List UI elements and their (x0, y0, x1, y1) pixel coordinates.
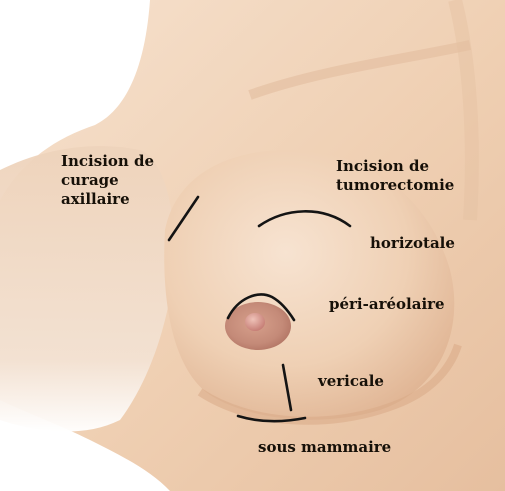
horizontal-incision-label: horizotale (370, 234, 455, 253)
axillary-label-line-3: axillaire (61, 190, 154, 209)
axillary-label-line-2: curage (61, 171, 154, 190)
vertical-incision-label: vericale (318, 372, 384, 391)
submammary-incision-label: sous mammaire (258, 438, 391, 457)
tumorectomy-label-line-2: tumorectomie (336, 176, 454, 195)
nipple (245, 313, 265, 331)
periareolar-incision-label: péri-aréolaire (329, 295, 445, 314)
tumorectomy-incision-label: Incision de tumorectomie (336, 157, 454, 195)
axillary-incision-label: Incision de curage axillaire (61, 152, 154, 209)
tumorectomy-label-line-1: Incision de (336, 157, 454, 176)
axillary-label-line-1: Incision de (61, 152, 154, 171)
